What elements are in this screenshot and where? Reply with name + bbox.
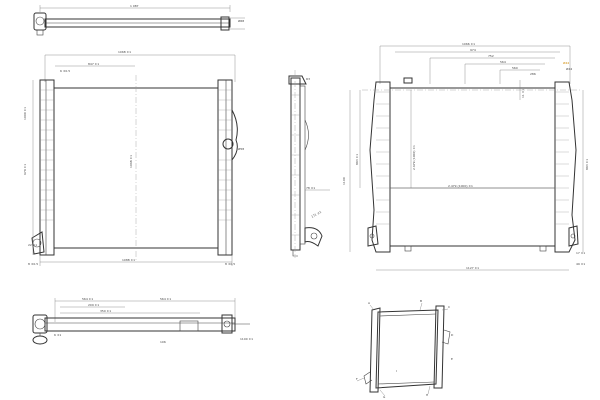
svg-text:752: 752: [488, 54, 494, 58]
front-dim-bottom: 1088 ±1: [122, 258, 135, 262]
highlight-callout: Ø44: [563, 60, 569, 65]
svg-text:893 ±1: 893 ±1: [585, 159, 589, 170]
front-dim-847: 847 ±1: [88, 62, 99, 66]
hose-fitting-icon: [304, 227, 323, 247]
svg-text:893 ±1: 893 ±1: [355, 154, 359, 165]
svg-text:Ø44: Ø44: [566, 66, 572, 71]
svg-text:286: 286: [530, 72, 536, 76]
mounting-bracket-icon: [367, 225, 379, 247]
svg-text:8 ±0.5: 8 ±0.5: [28, 262, 38, 266]
svg-text:1066 ±1: 1066 ±1: [462, 42, 475, 46]
svg-text:C: C: [448, 305, 450, 309]
mounting-bracket-icon: [568, 225, 579, 247]
svg-text:A: A: [368, 301, 371, 305]
top-dim-overall: 1 087: [130, 4, 139, 8]
svg-text:2.479 (1000) ±1: 2.479 (1000) ±1: [448, 184, 473, 188]
front-dim-width: 1068 ±1: [118, 50, 131, 54]
svg-text:974: 974: [470, 48, 476, 52]
side-view: R3 78 ±1 171 ±1: [288, 70, 330, 258]
svg-text:E: E: [451, 357, 453, 361]
svg-text:1100: 1100: [342, 177, 346, 185]
svg-text:G: G: [383, 395, 386, 399]
top-dim-fitting: Ø68: [238, 18, 244, 23]
svg-text:I: I: [396, 369, 397, 373]
svg-text:1127 ±1: 1127 ±1: [466, 266, 479, 270]
svg-text:106: 106: [160, 340, 166, 344]
svg-text:R3: R3: [306, 77, 310, 81]
hose-fitting-icon: [32, 314, 48, 345]
svg-text:560: 560: [512, 66, 518, 70]
svg-text:H: H: [426, 393, 428, 397]
hose-fitting-icon: [33, 12, 47, 36]
svg-text:1068 ±1: 1068 ±1: [129, 155, 133, 168]
svg-text:8 ±0.5: 8 ±0.5: [225, 262, 235, 266]
svg-text:1000 ±1: 1000 ±1: [23, 107, 27, 120]
svg-text:564: 564: [500, 60, 506, 64]
svg-text:564 ±1: 564 ±1: [160, 297, 171, 301]
isometric-view: A B C D E F G H I: [356, 299, 454, 399]
svg-text:350 ±1: 350 ±1: [100, 309, 111, 313]
inlet-port-icon: [222, 138, 234, 150]
bottom-view: 564 ±1 564 ±1 209 ±1 350 ±1 6 ±1 106 110…: [32, 297, 253, 345]
svg-text:49 ±1: 49 ±1: [576, 262, 585, 266]
svg-text:F: F: [356, 377, 358, 381]
svg-text:6 ±1: 6 ±1: [54, 333, 61, 337]
svg-text:564 ±1: 564 ±1: [82, 297, 93, 301]
svg-text:6 ±0.5: 6 ±0.5: [60, 69, 70, 73]
svg-text:171 ±1: 171 ±1: [311, 210, 323, 219]
mounting-bracket-icon: [441, 329, 451, 345]
svg-text:2.679 (1000) ±1: 2.679 (1000) ±1: [412, 145, 416, 170]
svg-text:1100 ±1: 1100 ±1: [240, 337, 253, 341]
hose-fitting-icon: [363, 371, 373, 385]
svg-text:22 ±1: 22 ±1: [28, 243, 37, 247]
svg-text:209 ±1: 209 ±1: [88, 303, 99, 307]
top-view: 1 087 Ø68: [33, 4, 245, 36]
svg-text:78 ±1: 78 ±1: [306, 186, 315, 190]
svg-text:11 ±1: 11 ±1: [521, 89, 525, 98]
front-view: 1068 ±1 847 ±1 6 ±0.5: [23, 50, 244, 266]
svg-text:D: D: [451, 333, 454, 337]
svg-text:B: B: [420, 299, 422, 303]
rear-view: 1066 ±1 974 752 564 560 286 Ø44: [342, 42, 589, 271]
svg-text:17 ±1: 17 ±1: [576, 251, 585, 255]
svg-text:Ø58: Ø58: [238, 146, 244, 151]
svg-text:679 ±1: 679 ±1: [23, 164, 27, 175]
